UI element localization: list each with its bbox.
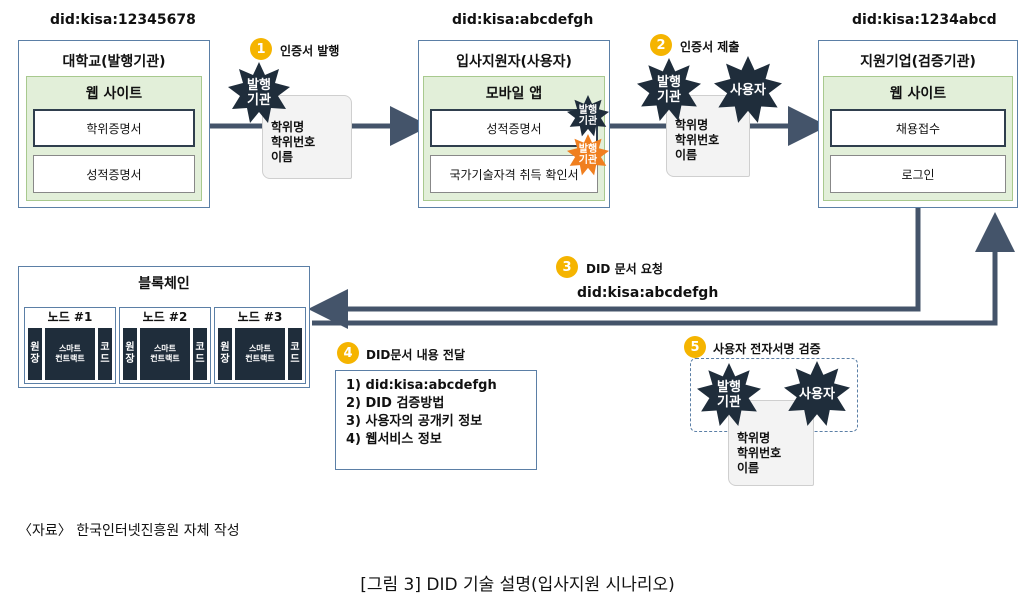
company-website: 웹 사이트 채용접수 로그인 bbox=[823, 76, 1013, 201]
step-1-circle: 1 bbox=[250, 38, 272, 60]
node-2-title: 노드 #2 bbox=[142, 310, 188, 324]
cert2-line-name: 이름 bbox=[675, 148, 698, 162]
university-panel: 대학교(발행기관) 웹 사이트 학위증명서 성적증명서 bbox=[18, 40, 210, 208]
company-section-title: 웹 사이트 bbox=[889, 86, 947, 102]
applicant-title: 입사지원자(사용자) bbox=[456, 54, 572, 70]
step-3-circle: 3 bbox=[556, 256, 578, 278]
request-did: did:kisa:abcdefgh bbox=[577, 285, 719, 301]
step-5-label: 사용자 전자서명 검증 bbox=[713, 342, 821, 356]
cert-line-number: 학위번호 bbox=[271, 135, 316, 149]
applicant-mobile-app: 모바일 앱 성적증명서 국가기술자격 취득 확인서 bbox=[423, 76, 605, 201]
step-2-label: 인증서 제출 bbox=[680, 40, 740, 54]
did-company: did:kisa:1234abcd bbox=[852, 12, 997, 28]
node-2: 노드 #2 원장 스마트 컨트랙트 코드 bbox=[119, 307, 211, 384]
step-2-circle: 2 bbox=[650, 34, 672, 56]
issuer-badge-small: 발행 기관 bbox=[567, 95, 609, 137]
step-4-circle: 4 bbox=[337, 342, 359, 364]
did-doc-item-2: 2) DID 검증방법 bbox=[346, 396, 445, 411]
cert3-line-degree: 학위명 bbox=[737, 431, 771, 445]
did-applicant: did:kisa:abcdefgh bbox=[452, 12, 594, 28]
did-doc-item-4: 4) 웹서비스 정보 bbox=[346, 432, 442, 447]
request-arrow bbox=[308, 208, 921, 329]
user-badge-2: 사용자 bbox=[714, 56, 782, 124]
node-3-ledger: 원장 bbox=[218, 328, 232, 380]
did-doc-item-3: 3) 사용자의 공개키 정보 bbox=[346, 414, 483, 429]
node-2-ledger: 원장 bbox=[123, 328, 137, 380]
national-cert: 국가기술자격 취득 확인서 bbox=[430, 155, 598, 193]
node-3: 노드 #3 원장 스마트 컨트랙트 코드 bbox=[214, 307, 306, 384]
university-title: 대학교(발행기관) bbox=[62, 54, 166, 70]
recruitment-entry: 채용접수 bbox=[830, 109, 1006, 147]
university-website: 웹 사이트 학위증명서 성적증명서 bbox=[26, 76, 202, 201]
cert-line-degree: 학위명 bbox=[271, 120, 305, 134]
applicant-section-title: 모바일 앱 bbox=[485, 86, 543, 102]
step-4-label: DID문서 내용 전달 bbox=[366, 348, 465, 362]
applicant-panel: 입사지원자(사용자) 모바일 앱 성적증명서 국가기술자격 취득 확인서 bbox=[418, 40, 610, 208]
response-arrow bbox=[312, 212, 1015, 326]
did-university: did:kisa:12345678 bbox=[50, 12, 196, 28]
node-1-code: 코드 bbox=[98, 328, 112, 380]
university-section-title: 웹 사이트 bbox=[85, 86, 143, 102]
node-2-code: 코드 bbox=[193, 328, 207, 380]
issuer-badge-3: 발행 기관 bbox=[697, 363, 761, 427]
node-1-smart-contract: 스마트 컨트랙트 bbox=[45, 328, 95, 380]
blockchain-title: 블록체인 bbox=[138, 276, 190, 292]
node-3-smart-contract: 스마트 컨트랙트 bbox=[235, 328, 285, 380]
transcript: 성적증명서 bbox=[33, 155, 195, 193]
step-1-label: 인증서 발행 bbox=[280, 44, 340, 58]
did-document-box: 1) did:kisa:abcdefgh 2) DID 검증방법 3) 사용자의… bbox=[335, 370, 537, 470]
certificate-doc-1: 학위명 학위번호 이름 bbox=[262, 95, 352, 179]
blockchain-panel: 블록체인 노드 #1 원장 스마트 컨트랙트 코드 노드 #2 원장 스마트 컨… bbox=[18, 266, 310, 388]
login: 로그인 bbox=[830, 155, 1006, 193]
node-1-title: 노드 #1 bbox=[47, 310, 93, 324]
certificate-doc-3: 학위명 학위번호 이름 bbox=[728, 400, 814, 486]
node-1-ledger: 원장 bbox=[28, 328, 42, 380]
cert-line-name: 이름 bbox=[271, 150, 294, 164]
node-3-code: 코드 bbox=[288, 328, 302, 380]
company-title: 지원기업(검증기관) bbox=[860, 54, 976, 70]
node-2-smart-contract: 스마트 컨트랙트 bbox=[140, 328, 190, 380]
cert3-line-name: 이름 bbox=[737, 461, 760, 475]
cert2-line-number: 학위번호 bbox=[675, 133, 720, 147]
figure-caption: [그림 3] DID 기술 설명(입사지원 시나리오) bbox=[360, 575, 675, 595]
issuer-badge-2: 발행 기관 bbox=[637, 58, 701, 122]
cert2-line-degree: 학위명 bbox=[675, 118, 709, 132]
did-doc-item-1: 1) did:kisa:abcdefgh bbox=[346, 378, 497, 393]
cert3-line-number: 학위번호 bbox=[737, 446, 782, 460]
step-3-label: DID 문서 요청 bbox=[586, 262, 663, 276]
app-transcript: 성적증명서 bbox=[430, 109, 598, 147]
node-3-title: 노드 #3 bbox=[237, 310, 283, 324]
issuer-badge-1: 발행 기관 bbox=[228, 62, 290, 124]
user-badge-3: 사용자 bbox=[784, 361, 850, 427]
node-1: 노드 #1 원장 스마트 컨트랙트 코드 bbox=[24, 307, 116, 384]
company-panel: 지원기업(검증기관) 웹 사이트 채용접수 로그인 bbox=[818, 40, 1018, 208]
step-5-circle: 5 bbox=[684, 336, 706, 358]
source-note: 〈자료〉 한국인터넷진흥원 자체 작성 bbox=[18, 523, 240, 539]
degree-certificate: 학위증명서 bbox=[33, 109, 195, 147]
issuer-badge-orange: 발행 기관 bbox=[567, 134, 609, 176]
